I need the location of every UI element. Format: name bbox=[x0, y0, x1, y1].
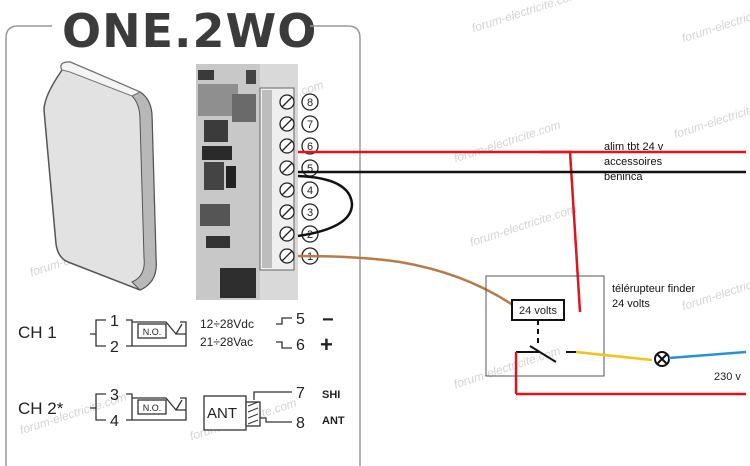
lamp-symbol bbox=[654, 351, 670, 367]
antenna-signal-label: ANT bbox=[322, 415, 345, 427]
power-pin-6: 6 bbox=[296, 337, 305, 354]
screw-slot bbox=[281, 250, 293, 262]
ch1-pin-1: 1 bbox=[110, 313, 119, 330]
ch1-contact-label: N.O. bbox=[143, 327, 162, 337]
screw-slot bbox=[281, 162, 293, 174]
ch1-pin-2: 2 bbox=[110, 339, 119, 356]
relay-box bbox=[485, 275, 605, 377]
blue-wire bbox=[668, 350, 747, 360]
switch-blade bbox=[529, 345, 557, 363]
terminal-number: 8 bbox=[307, 97, 313, 109]
relay-note-line: télérupteur finder bbox=[612, 283, 696, 295]
ch1-schematic bbox=[90, 319, 187, 347]
brown-wire-terminal-1 bbox=[297, 254, 521, 312]
terminal-number-circle bbox=[301, 137, 319, 155]
screw-slot bbox=[281, 184, 293, 196]
terminal-number: 6 bbox=[307, 141, 313, 153]
antenna-pin-8: 8 bbox=[296, 415, 305, 432]
power-ac-label: 21÷28Vac bbox=[200, 335, 253, 349]
screw-slot bbox=[281, 118, 293, 130]
coil-label: 24 volts bbox=[519, 305, 557, 317]
power-minus-sign: − bbox=[322, 309, 334, 331]
relay-note: télérupteur finder 24 volts bbox=[612, 282, 695, 312]
supply-note: alim tbt 24 v accessoires beninca bbox=[604, 140, 663, 185]
power-pin-5: 5 bbox=[296, 311, 305, 328]
device-frame bbox=[5, 25, 361, 466]
ch2-label: CH 2* bbox=[18, 399, 64, 418]
screw-slot bbox=[281, 140, 293, 152]
supply-note-line: beninca bbox=[604, 171, 643, 183]
jumper-wire bbox=[297, 174, 354, 238]
power-bracket bbox=[276, 317, 292, 349]
screw-slot bbox=[281, 228, 293, 240]
antenna-pin-7: 7 bbox=[296, 385, 305, 402]
antenna-connector bbox=[245, 391, 292, 427]
ch1-label: CH 1 bbox=[18, 323, 57, 342]
antenna-box bbox=[203, 395, 247, 431]
device-title: ONE.2WO bbox=[62, 4, 318, 58]
ch2-schematic bbox=[90, 393, 187, 421]
antenna-label: ANT bbox=[207, 405, 237, 422]
terminal-number-circle bbox=[301, 93, 319, 111]
antenna-shield-label: SHI bbox=[322, 389, 340, 401]
screw-slot bbox=[281, 206, 293, 218]
mains-label: 230 v bbox=[714, 371, 741, 383]
receiver-housing bbox=[43, 61, 157, 291]
terminal-screws bbox=[279, 94, 295, 264]
supply-note-line: accessoires bbox=[604, 156, 663, 168]
terminal-number-circle bbox=[301, 203, 319, 221]
terminal-number: 5 bbox=[307, 163, 313, 175]
screw-slot bbox=[281, 96, 293, 108]
terminal-number: 3 bbox=[307, 207, 313, 219]
terminal-number-circle bbox=[301, 115, 319, 133]
relay-note-line: 24 volts bbox=[612, 298, 650, 310]
terminal-number-circle bbox=[301, 181, 319, 199]
terminal-number: 4 bbox=[307, 185, 313, 197]
pcb-board bbox=[196, 64, 298, 300]
ch2-pin-4: 4 bbox=[110, 413, 119, 430]
red-wire-terminal-6 bbox=[298, 150, 582, 313]
ch2-pin-3: 3 bbox=[110, 387, 119, 404]
ch2-contact-label: N.O. bbox=[143, 403, 162, 413]
power-dc-label: 12÷28Vdc bbox=[200, 317, 254, 331]
supply-note-line: alim tbt 24 v bbox=[604, 141, 664, 153]
yellow-wire bbox=[575, 350, 653, 362]
terminal-number: 7 bbox=[307, 119, 313, 131]
power-plus-sign: + bbox=[320, 332, 333, 357]
